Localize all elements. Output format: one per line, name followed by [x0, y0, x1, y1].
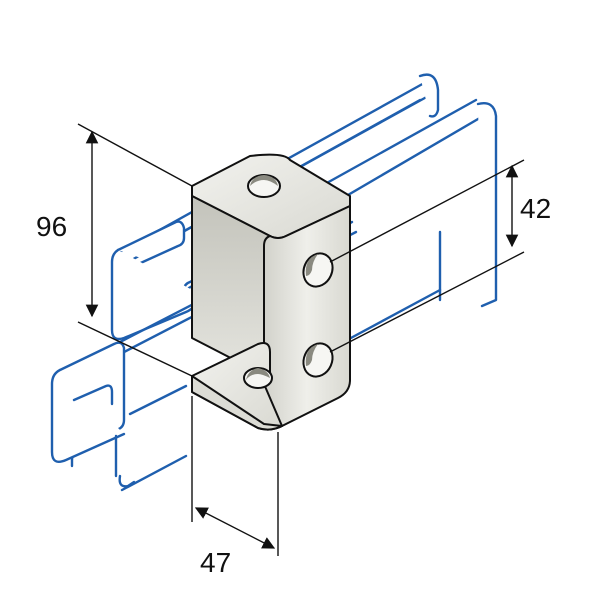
hole-spacing-value: 42 [520, 193, 551, 224]
dimension-height: 96 [36, 123, 193, 377]
height-value: 96 [36, 211, 67, 242]
dimension-hole-spacing: 42 [329, 159, 551, 353]
lower-channel-rail [50, 220, 442, 492]
width-value: 47 [200, 547, 231, 578]
u-bracket [191, 153, 351, 431]
upper-channel-rail [110, 73, 498, 341]
dimension-width: 47 [191, 396, 279, 578]
